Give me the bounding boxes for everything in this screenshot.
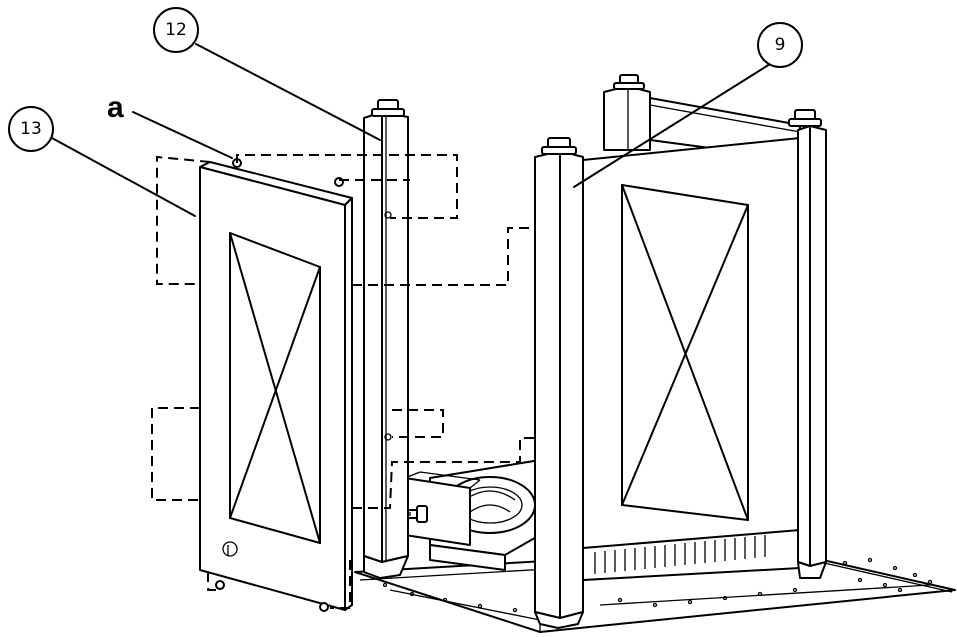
leader-9 (573, 63, 771, 188)
callout-13-label: 13 (20, 119, 42, 139)
rear-post (603, 74, 651, 151)
callout-13: 13 (8, 106, 54, 152)
screws-bottom (215, 580, 329, 612)
assembly-guides (151, 154, 535, 609)
post-9 (534, 137, 584, 629)
callout-12-label: 12 (165, 20, 187, 40)
corner-post-right (788, 109, 827, 579)
letter-a-label: a (107, 91, 124, 124)
leader-13 (51, 137, 196, 217)
side-panel-13 (199, 158, 353, 611)
leader-12 (195, 43, 381, 141)
leader-lines (51, 43, 771, 217)
callout-9-label: 9 (775, 35, 786, 55)
post-12 (346, 99, 409, 579)
callout-9: 9 (757, 22, 803, 68)
front-panel (582, 137, 801, 581)
fan-heater-unit (395, 459, 541, 571)
leader-a (132, 111, 233, 159)
callout-12: 12 (153, 7, 199, 53)
